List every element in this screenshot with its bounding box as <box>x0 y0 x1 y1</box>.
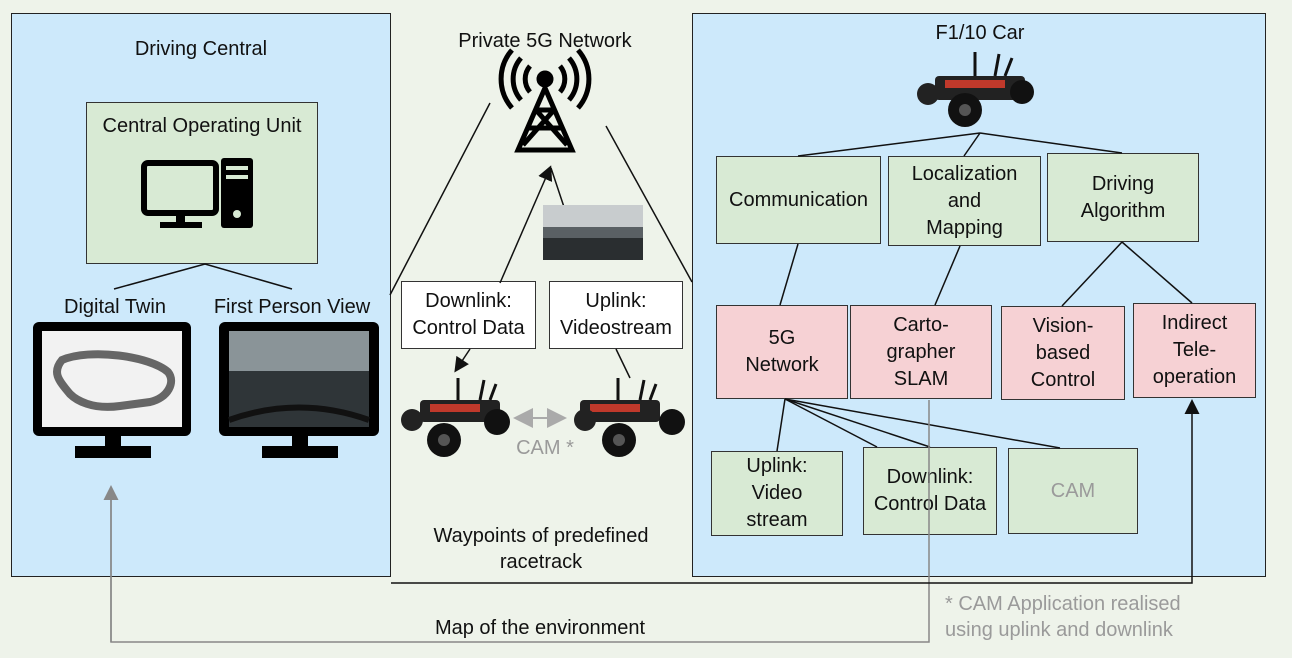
f110-car-image <box>917 52 1034 127</box>
localization-box: Localization and Mapping <box>888 156 1041 246</box>
driving-algorithm-box: Driving Algorithm <box>1047 153 1199 242</box>
camera-frame-image <box>543 205 643 260</box>
driving-central-title: Driving Central <box>134 38 268 60</box>
digital-twin-monitor <box>33 322 191 458</box>
downlink-control-box: Downlink: Control Data <box>401 281 536 349</box>
cam-footnote: * CAM Application realised using uplink … <box>945 593 1181 641</box>
computer-icon <box>141 158 253 228</box>
cam-link-label: CAM * <box>516 437 574 459</box>
first-person-view-monitor <box>219 322 379 458</box>
waypoints-label: Waypoints of predefined racetrack <box>433 525 649 573</box>
downlink-control-data-box: Downlink: Control Data <box>863 447 997 535</box>
map-of-environment-label: Map of the environment <box>434 617 646 639</box>
communication-box: Communication <box>716 156 881 244</box>
uplink-video-box: Uplink: Videostream <box>549 281 683 349</box>
central-operating-unit-box: Central Operating Unit <box>86 102 318 264</box>
cartographer-box: Carto- grapher SLAM <box>850 305 992 399</box>
car-title: F1/10 Car <box>935 22 1025 44</box>
network-title: Private 5G Network <box>458 30 632 52</box>
indirect-teleoperation-box: Indirect Tele- operation <box>1133 303 1256 398</box>
5g-tower-icon <box>498 48 592 153</box>
uplink-video-stream-box: Uplink: Video stream <box>711 451 843 536</box>
car-image-right <box>574 378 685 457</box>
digital-twin-label: Digital Twin <box>64 296 166 318</box>
central-operating-unit-label: Central Operating Unit <box>102 115 302 137</box>
cam-box: CAM <box>1008 448 1138 534</box>
first-person-view-label: First Person View <box>213 296 371 318</box>
vision-control-box: Vision- based Control <box>1001 306 1125 400</box>
car-image-left <box>401 378 510 457</box>
5g-network-box: 5G Network <box>716 305 848 399</box>
